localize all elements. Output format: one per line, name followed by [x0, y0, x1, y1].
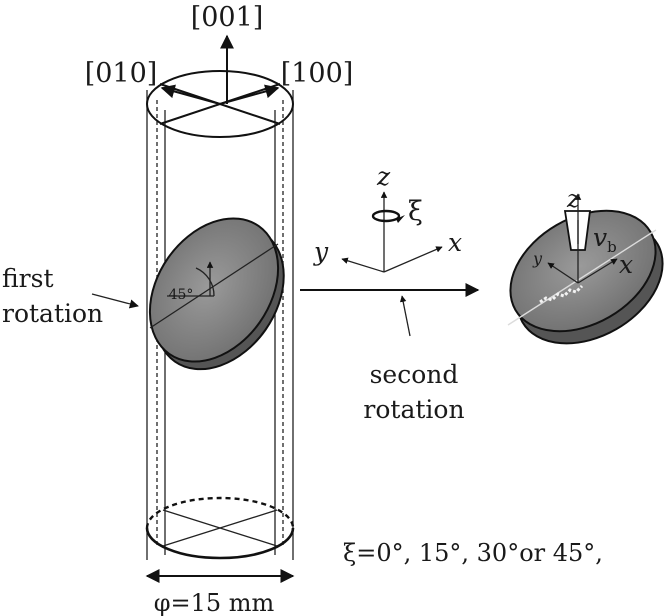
specimen-weld-bead [539, 284, 584, 304]
cylinder-top-face [146, 70, 294, 138]
angle-label: 45° [169, 287, 194, 303]
second-rotation-label-line2: rotation [363, 395, 464, 424]
specimen-x-label: x [619, 250, 633, 279]
frame-y-label: y [313, 237, 329, 266]
specimen-weld-line [507, 229, 657, 326]
first-rotation-label-line1: first [2, 264, 54, 293]
rotation-xi-arrowhead [396, 215, 405, 223]
welding-speed-symbol: v [593, 223, 607, 252]
welding-speed-subscript: b [607, 238, 617, 256]
axis-001-label: [001] [191, 2, 264, 33]
axis-100-label: [100] [281, 58, 354, 89]
angle-arc [195, 267, 215, 297]
tilted-disc [148, 217, 285, 371]
specimen-y-label: y [532, 249, 543, 268]
crystal-axes [160, 34, 280, 105]
axis-100-arrow [219, 84, 280, 105]
diameter-label: φ=15 mm [154, 589, 275, 616]
frame-x-label: x [448, 228, 462, 257]
disc-diameter-line [149, 243, 279, 329]
welding-speed-label: vb [593, 223, 617, 256]
rotation-xi-icon [371, 209, 401, 223]
first-rotation-label-line2: rotation [2, 299, 103, 328]
coordinate-frame [341, 191, 443, 273]
xi-values-label: ξ=0°, 15°, 30°or 45°, [343, 539, 603, 567]
specimen-z-label: z [566, 185, 580, 213]
frame-xi-label: ξ [408, 196, 423, 227]
first-rotation-arrow [91, 293, 139, 309]
axis-010-label: [010] [85, 58, 158, 89]
frame-x-axis [383, 246, 443, 273]
specimen-disc [509, 209, 664, 345]
cylinder-bottom-back [145, 496, 295, 529]
specimen-y-axis [547, 262, 579, 284]
axis-010-arrow [160, 84, 221, 105]
frame-y-axis [341, 257, 385, 273]
cylinder-bottom-front [145, 527, 295, 560]
second-rotation-label-line1: second [370, 360, 459, 389]
specimen-x-axis [577, 258, 618, 284]
second-rotation-arrow [399, 295, 411, 337]
bottom-face-cross [162, 509, 278, 547]
frame-z-label: z [376, 162, 391, 191]
